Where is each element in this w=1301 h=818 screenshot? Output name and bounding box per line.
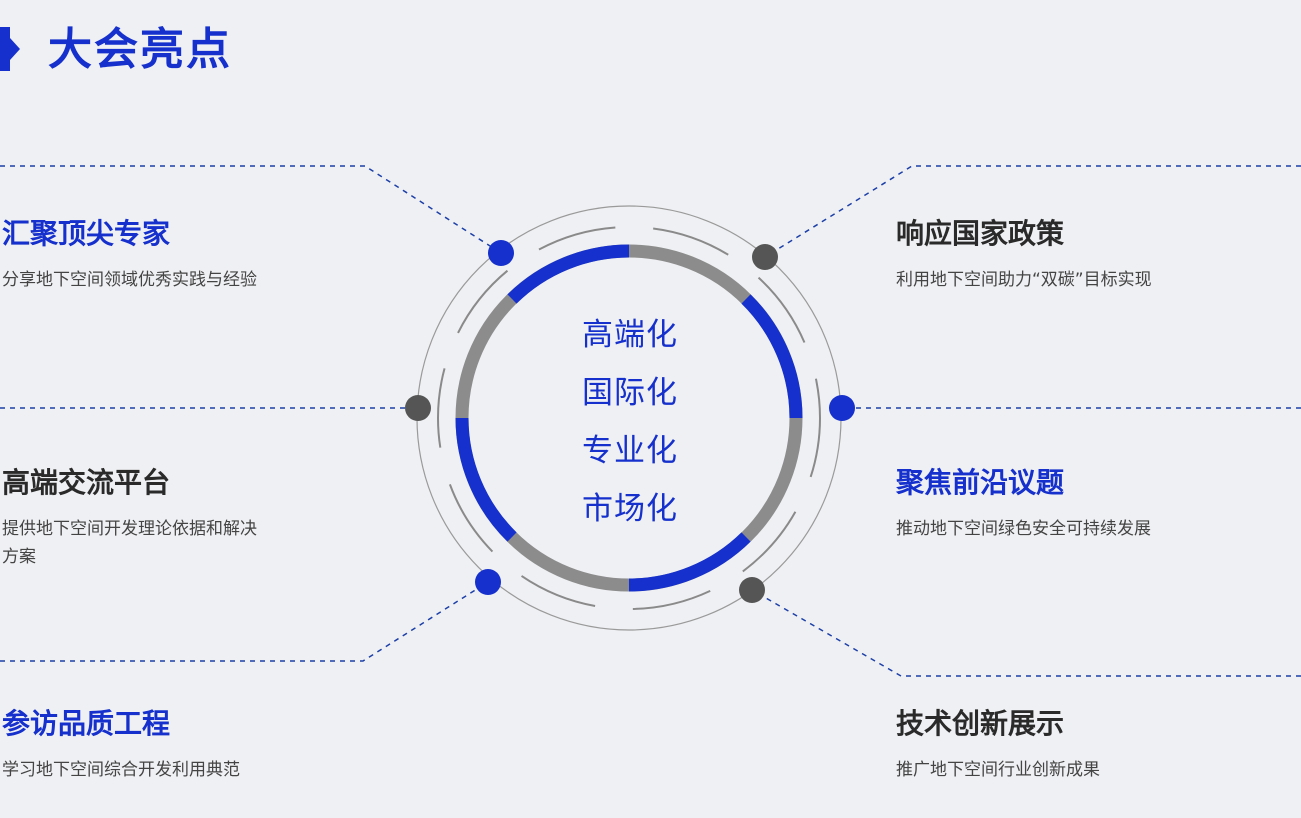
center-word: 市场化 [582,491,678,527]
feature-title: 汇聚顶尖专家 [2,217,171,250]
feature-item: 高端交流平台 提供地下空间开发理论依据和解决方案 [2,465,262,571]
feature-title: 参访品质工程 [2,707,171,740]
connector-line-1 [0,165,502,254]
dot-3 [475,569,501,595]
ring-blue-arc-1 [507,244,630,304]
feature-item: 参访品质工程 学习地下空间综合开发利用典范 [2,706,362,784]
feature-description: 推广地下空间行业创新成果 [896,760,1100,780]
feature-description: 分享地下空间领域优秀实践与经验 [2,270,257,290]
title-marker-icon [0,27,20,71]
feature-item: 技术创新展示 推广地下空间行业创新成果 [896,706,1256,784]
middle-arc-ring [437,226,821,610]
dot-4 [752,244,778,270]
ring-blue-arc-2 [741,294,803,419]
connector-line-4 [764,165,1301,258]
center-word: 高端化 [582,317,678,353]
feature-description: 利用地下空间助力“双碳”目标实现 [896,270,1152,290]
feature-description: 提供地下空间开发理论依据和解决方案 [2,519,257,567]
dot-6 [739,577,765,603]
dot-5 [829,395,855,421]
feature-item: 汇聚顶尖专家 分享地下空间领域优秀实践与经验 [2,216,362,294]
feature-title: 聚焦前沿议题 [896,466,1065,499]
dot-2 [405,395,431,421]
ring-blue-arc-4 [455,417,517,542]
page-title: 大会亮点 [48,24,232,75]
feature-title: 高端交流平台 [2,466,171,499]
feature-description: 推动地下空间绿色安全可持续发展 [896,519,1151,539]
center-word: 专业化 [582,433,678,469]
dot-1 [488,240,514,266]
ring-blue-arc-3 [628,532,751,592]
center-words: 高端化 国际化 专业化 市场化 [560,306,700,538]
feature-description: 学习地下空间综合开发利用典范 [2,760,240,780]
feature-item: 响应国家政策 利用地下空间助力“双碳”目标实现 [896,216,1256,294]
center-word: 国际化 [582,375,678,411]
feature-title: 技术创新展示 [896,707,1065,740]
connector-line-6 [751,589,1301,677]
feature-item: 聚焦前沿议题 推动地下空间绿色安全可持续发展 [896,465,1256,543]
feature-title: 响应国家政策 [896,217,1065,250]
connector-line-3 [0,581,489,662]
